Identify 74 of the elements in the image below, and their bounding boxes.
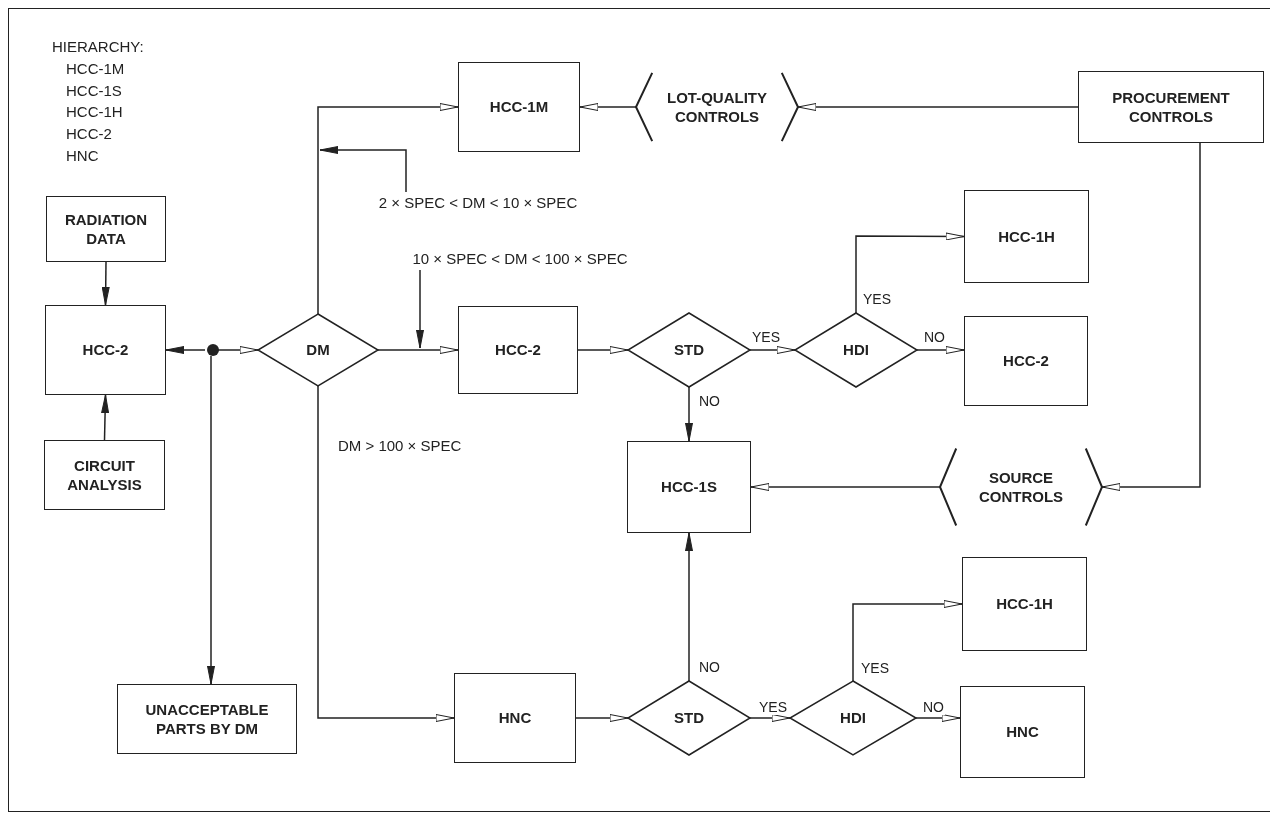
process-box [44, 440, 165, 510]
arrow [319, 146, 407, 193]
box-label: CIRCUIT ANALYSIS [66, 455, 143, 495]
box-label: LOT-QUALITY CONTROLS [666, 87, 768, 127]
hierarchy-item: HCC-1H [65, 102, 124, 123]
box-label: UNACCEPTABLE PARTS BY DM [144, 699, 270, 739]
arrow [749, 714, 791, 722]
decision-diamond [628, 313, 750, 387]
decision-diamond [790, 681, 916, 755]
arrow [577, 346, 629, 354]
arrow [685, 532, 693, 682]
arrow [852, 600, 963, 682]
box-label: STD [674, 708, 704, 728]
arrow [317, 385, 455, 722]
box-label: HCC-1H [998, 226, 1055, 247]
box-label: HCC-1S [661, 477, 717, 497]
arrow [750, 483, 941, 491]
box-label: HCC-1H [996, 594, 1053, 614]
box-label: HNC [1006, 722, 1039, 742]
process-box [964, 190, 1089, 283]
process-box [454, 673, 576, 763]
process-box [960, 686, 1085, 778]
edge-label: NO [922, 700, 945, 716]
box-label: RADIATION DATA [63, 209, 149, 249]
arrow [685, 386, 693, 442]
process-box [962, 557, 1087, 651]
box-label: SOURCE CONTROLS [977, 467, 1065, 507]
box-label: DM [306, 340, 330, 360]
decision-diamond [628, 681, 750, 755]
box-label: HCC-2 [82, 340, 129, 360]
arrow [749, 346, 796, 354]
arrow [216, 346, 259, 354]
arrow [1101, 142, 1201, 491]
process-box [458, 306, 578, 394]
arrow [165, 346, 206, 354]
arrow [797, 103, 1079, 111]
edge-label: YES [758, 700, 788, 716]
arrow [317, 103, 459, 315]
hierarchy-item: HNC [65, 145, 100, 166]
box-label: HCC-1M [489, 97, 549, 117]
process-box [117, 684, 297, 754]
process-box [458, 62, 580, 152]
box-label: PROCUREMENT CONTROLS [1111, 87, 1231, 127]
condition-label: 10 × SPEC < DM < 100 × SPEC [412, 249, 628, 269]
hierarchy-item: HCC-1S [65, 80, 123, 101]
arrow [101, 261, 110, 306]
condition-label: DM > 100 × SPEC [338, 437, 462, 454]
decision-diamond [795, 313, 917, 387]
box-label: HCC-2 [1003, 351, 1049, 371]
box-label: STD [674, 340, 704, 360]
box-label: HCC-2 [495, 340, 541, 360]
arrow [579, 103, 637, 111]
process-box [1078, 71, 1264, 143]
arrow [916, 346, 965, 354]
box-label: HNC [498, 708, 532, 728]
arrow [207, 355, 215, 685]
arrow [416, 269, 424, 349]
arrow [377, 346, 459, 354]
hierarchy-heading: HIERARCHY: [52, 37, 144, 57]
arrow [915, 714, 961, 722]
process-box [46, 196, 166, 262]
arrow [575, 714, 629, 722]
process-box [45, 305, 166, 395]
condition-label: 2 × SPEC < DM < 10 × SPEC [378, 193, 578, 213]
box-label: HDI [840, 708, 866, 728]
junction-dot [205, 344, 221, 356]
process-box [627, 441, 751, 533]
hierarchy-item: HCC-1M [65, 58, 126, 79]
arrow [855, 232, 965, 314]
box-label: HDI [843, 340, 869, 360]
process-box [964, 316, 1088, 406]
hierarchy-item: HCC-2 [65, 124, 113, 144]
arrow [101, 394, 110, 441]
decision-diamond [258, 314, 378, 386]
